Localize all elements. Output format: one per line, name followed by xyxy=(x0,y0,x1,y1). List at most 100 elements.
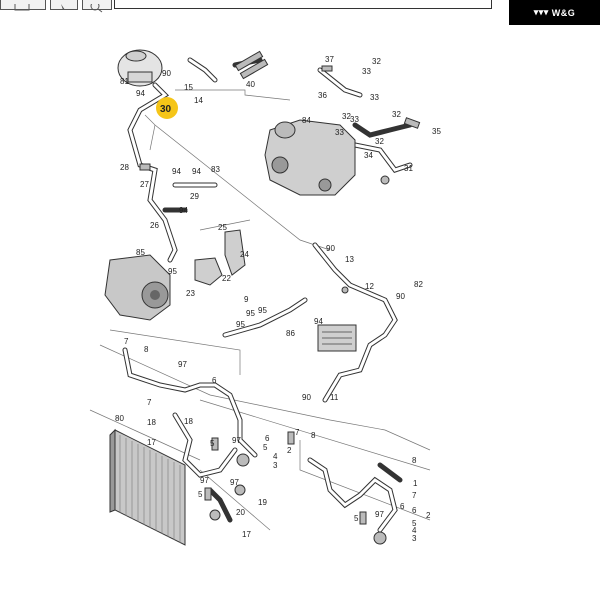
callout-label: 94 xyxy=(179,206,188,215)
callout-label: 7 xyxy=(412,491,417,500)
callout-label: 23 xyxy=(186,289,195,298)
callout-label: 8 xyxy=(144,345,149,354)
callout-label: 8 xyxy=(412,456,417,465)
zoom-button[interactable] xyxy=(82,0,112,13)
expansion-tank xyxy=(117,49,163,87)
callout-label: 95 xyxy=(258,306,267,315)
callout-label: 34 xyxy=(364,151,373,160)
callout-label: 18 xyxy=(184,417,193,426)
callout-label: 32 xyxy=(375,137,384,146)
callout-label: 94 xyxy=(136,89,145,98)
callout-label: 95 xyxy=(246,309,255,318)
callout-label: 86 xyxy=(286,329,295,338)
callout-label: 5 xyxy=(354,514,359,523)
callout-label: 17 xyxy=(242,530,251,539)
callout-label: 3 xyxy=(273,461,278,470)
callout-label: 12 xyxy=(365,282,374,291)
callout-label: 97 xyxy=(200,476,209,485)
callout-label: 22 xyxy=(222,274,231,283)
callout-label: 7 xyxy=(147,398,152,407)
search-input[interactable] xyxy=(114,0,492,9)
callout-label: 97 xyxy=(375,510,384,519)
guide-lines xyxy=(89,89,431,531)
small-fittings xyxy=(139,50,421,545)
callout-label: 94 xyxy=(192,167,201,176)
callout-label: 97 xyxy=(178,360,187,369)
water-pump xyxy=(104,254,171,321)
callout-label: 85 xyxy=(136,248,145,257)
callout-label: 18 xyxy=(147,418,156,427)
callout-label: 6 xyxy=(400,502,405,511)
callout-label: 5 xyxy=(198,490,203,499)
callout-label: 81 xyxy=(120,77,129,86)
callout-label: 90 xyxy=(162,69,171,78)
callout-label: 5 xyxy=(263,443,268,452)
callout-label: 95 xyxy=(236,320,245,329)
callout-label: 14 xyxy=(194,96,203,105)
callout-label: 13 xyxy=(345,255,354,264)
callout-label: 1 xyxy=(413,479,418,488)
callout-label: 90 xyxy=(396,292,405,301)
highlighted-callout: 30 xyxy=(160,104,172,115)
toolbar xyxy=(0,0,600,13)
callout-label: 20 xyxy=(236,508,245,517)
callout-label: 90 xyxy=(302,393,311,402)
callout-label: 6 xyxy=(412,506,417,515)
logo-text: W&G xyxy=(551,7,576,18)
callout-label: 17 xyxy=(147,438,156,447)
callout-label: 24 xyxy=(240,250,249,259)
callout-label: 32 xyxy=(392,110,401,119)
callout-label: 33 xyxy=(350,115,359,124)
callout-label: 26 xyxy=(150,221,159,230)
callout-label: 84 xyxy=(302,116,311,125)
callout-label: 97 xyxy=(232,436,241,445)
callout-label: 33 xyxy=(362,67,371,76)
callout-label: 5 xyxy=(210,439,215,448)
callout-label: 94 xyxy=(314,317,323,326)
callout-label: 2 xyxy=(287,446,292,455)
callout-label: 5 xyxy=(412,519,417,528)
callout-label: 35 xyxy=(432,127,441,136)
oil-cooler xyxy=(317,324,357,352)
callout-label: 6 xyxy=(265,434,270,443)
callout-label: 95 xyxy=(168,267,177,276)
callout-label: 4 xyxy=(273,452,278,461)
highlight-marker xyxy=(156,97,178,119)
callout-label: 97 xyxy=(230,478,239,487)
callout-label: 7 xyxy=(295,428,300,437)
arrow-icon xyxy=(61,4,65,10)
select-tool-button[interactable] xyxy=(0,0,46,11)
callout-label: 3 xyxy=(412,534,417,543)
callout-label: 9 xyxy=(244,295,249,304)
callout-label: 19 xyxy=(258,498,267,507)
callout-label: 36 xyxy=(318,91,327,100)
callout-label: 40 xyxy=(246,80,255,89)
callout-label: 94 xyxy=(172,167,181,176)
callout-label: 7 xyxy=(124,337,129,346)
callout-label: 15 xyxy=(184,83,193,92)
select-tool-icon xyxy=(14,0,30,11)
thermostat-housing xyxy=(194,229,246,286)
callout-label: 4 xyxy=(412,526,417,535)
callout-label: 80 xyxy=(115,414,124,423)
callout-label: 28 xyxy=(120,163,129,172)
brand-logo: ▾▾▾ W&G xyxy=(509,0,600,25)
callout-label: 90 xyxy=(326,244,335,253)
callout-label: 11 xyxy=(330,393,339,402)
callout-label: 6 xyxy=(212,376,217,385)
callout-label: 29 xyxy=(190,192,199,201)
callout-label: 8 xyxy=(311,431,316,440)
callout-label: 25 xyxy=(218,223,227,232)
callout-label: 27 xyxy=(140,180,149,189)
callout-label: 37 xyxy=(325,55,334,64)
cylinder-head xyxy=(264,119,356,196)
arrow-button[interactable] xyxy=(50,0,78,10)
callout-labels: 81 90 15 14 40 94 30 37 32 36 33 33 32 3… xyxy=(115,55,441,543)
radiator xyxy=(109,428,186,546)
logo-mark-icon: ▾▾▾ xyxy=(533,7,552,17)
callout-label: 82 xyxy=(414,280,423,289)
callout-label: 33 xyxy=(335,128,344,137)
callout-label: 2 xyxy=(426,511,431,520)
callout-label: 33 xyxy=(370,93,379,102)
